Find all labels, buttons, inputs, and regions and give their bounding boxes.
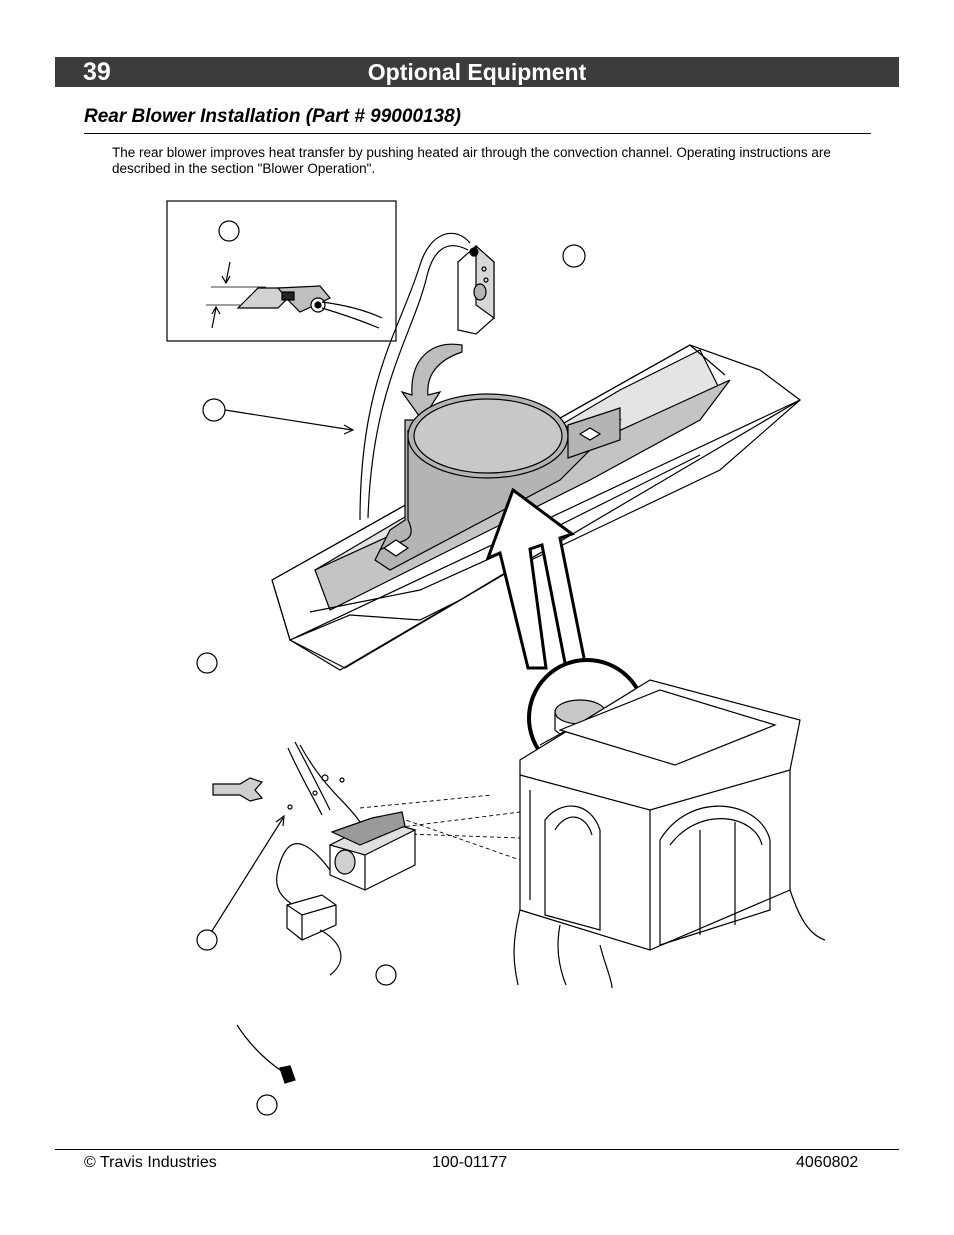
intro-paragraph: The rear blower improves heat transfer b… bbox=[112, 145, 831, 176]
page-number: 39 bbox=[83, 58, 111, 86]
page-title: Optional Equipment bbox=[367, 59, 587, 85]
power-supply bbox=[196, 814, 397, 1116]
heading-divider bbox=[84, 133, 871, 134]
footer-divider bbox=[55, 1149, 899, 1150]
detail-inset bbox=[166, 200, 397, 342]
cord-callout bbox=[202, 398, 355, 435]
callout-circle bbox=[196, 652, 218, 674]
stove-illustration bbox=[513, 679, 826, 989]
callout-circle bbox=[256, 1094, 278, 1116]
footer-copyright: © Travis Industries bbox=[84, 1154, 217, 1171]
thermodisc-bracket bbox=[359, 232, 586, 521]
callout-circle bbox=[202, 398, 226, 422]
install-arrow bbox=[485, 487, 588, 670]
blower-motor bbox=[212, 741, 417, 891]
callout-circle bbox=[218, 220, 240, 242]
section-heading: Rear Blower Installation (Part # 9900013… bbox=[84, 106, 461, 127]
header-bar: 39 Optional Equipment bbox=[55, 57, 899, 87]
callout-circle bbox=[562, 244, 586, 268]
footer-date-code: 4060802 bbox=[796, 1154, 859, 1171]
callout-circle bbox=[196, 929, 218, 951]
callout-circle bbox=[375, 964, 397, 986]
footer-document-number: 100-01177 bbox=[432, 1154, 508, 1171]
